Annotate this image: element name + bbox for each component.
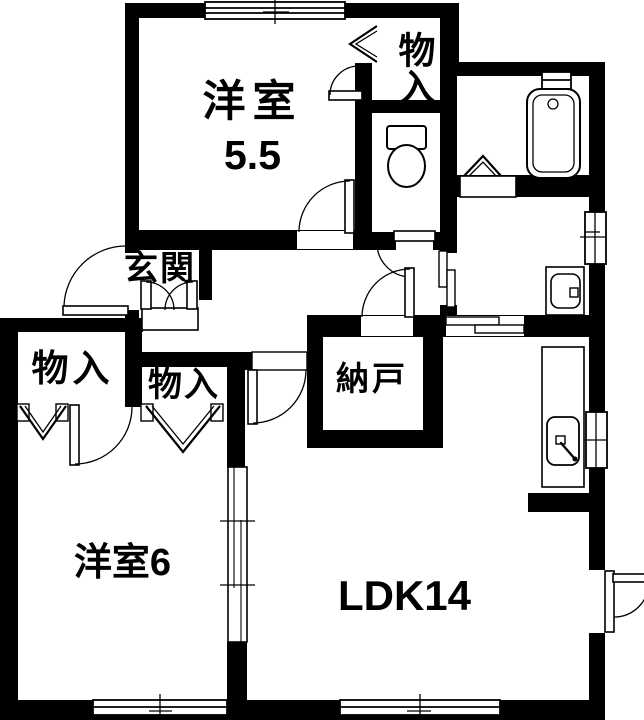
wall (433, 232, 441, 250)
wall (0, 318, 18, 720)
room-door (69, 404, 133, 466)
washbasin-icon (545, 266, 585, 316)
room-size-western-room-5-5: 5.5 (224, 132, 281, 178)
room-label-entrance: 玄関 (124, 250, 196, 288)
wall (528, 493, 605, 512)
room-label-closet-top: 物入 (393, 31, 434, 105)
wall (372, 100, 440, 113)
room-label-closet-left: 物入 (31, 348, 114, 389)
wall (307, 318, 323, 432)
room-door (298, 179, 355, 234)
kitchen-sink-icon (541, 346, 585, 488)
bathtub-icon (526, 88, 581, 179)
sliding-partition (220, 466, 255, 643)
window (580, 211, 607, 265)
entrance-double-door (140, 280, 199, 331)
wall (372, 232, 396, 250)
wall (199, 250, 212, 300)
wall (307, 430, 443, 448)
room-label-storeroom: 納戸 (336, 360, 408, 397)
wall (125, 332, 142, 407)
entrance-front-door (62, 245, 129, 316)
window (92, 694, 228, 719)
window (339, 694, 501, 719)
storeroom-door (361, 267, 415, 318)
window (580, 411, 608, 469)
closet-bifold-door (140, 403, 224, 454)
wall (423, 335, 443, 448)
room-label-ldk: LDK14 (337, 572, 472, 619)
back-door (604, 570, 644, 633)
window (204, 0, 346, 24)
room-label-western-room-5-5: 洋室 (202, 78, 303, 126)
sliding-door (438, 250, 456, 308)
room-label-western-room-6: 洋室6 (73, 542, 172, 584)
closet-swing-door (328, 65, 363, 101)
toilet-icon (386, 125, 427, 188)
sliding-door (445, 316, 525, 334)
window (541, 71, 572, 90)
wall (227, 352, 245, 468)
room-label-closet-mid: 物入 (148, 366, 220, 404)
wall (0, 318, 143, 332)
closet-bifold-door (348, 25, 378, 63)
ldk-door (247, 351, 308, 425)
wall (142, 352, 230, 367)
wall (227, 642, 247, 704)
closet-bifold-door (16, 403, 69, 441)
wall (355, 63, 372, 233)
wall (125, 3, 139, 253)
bath-folding-door (459, 154, 517, 198)
